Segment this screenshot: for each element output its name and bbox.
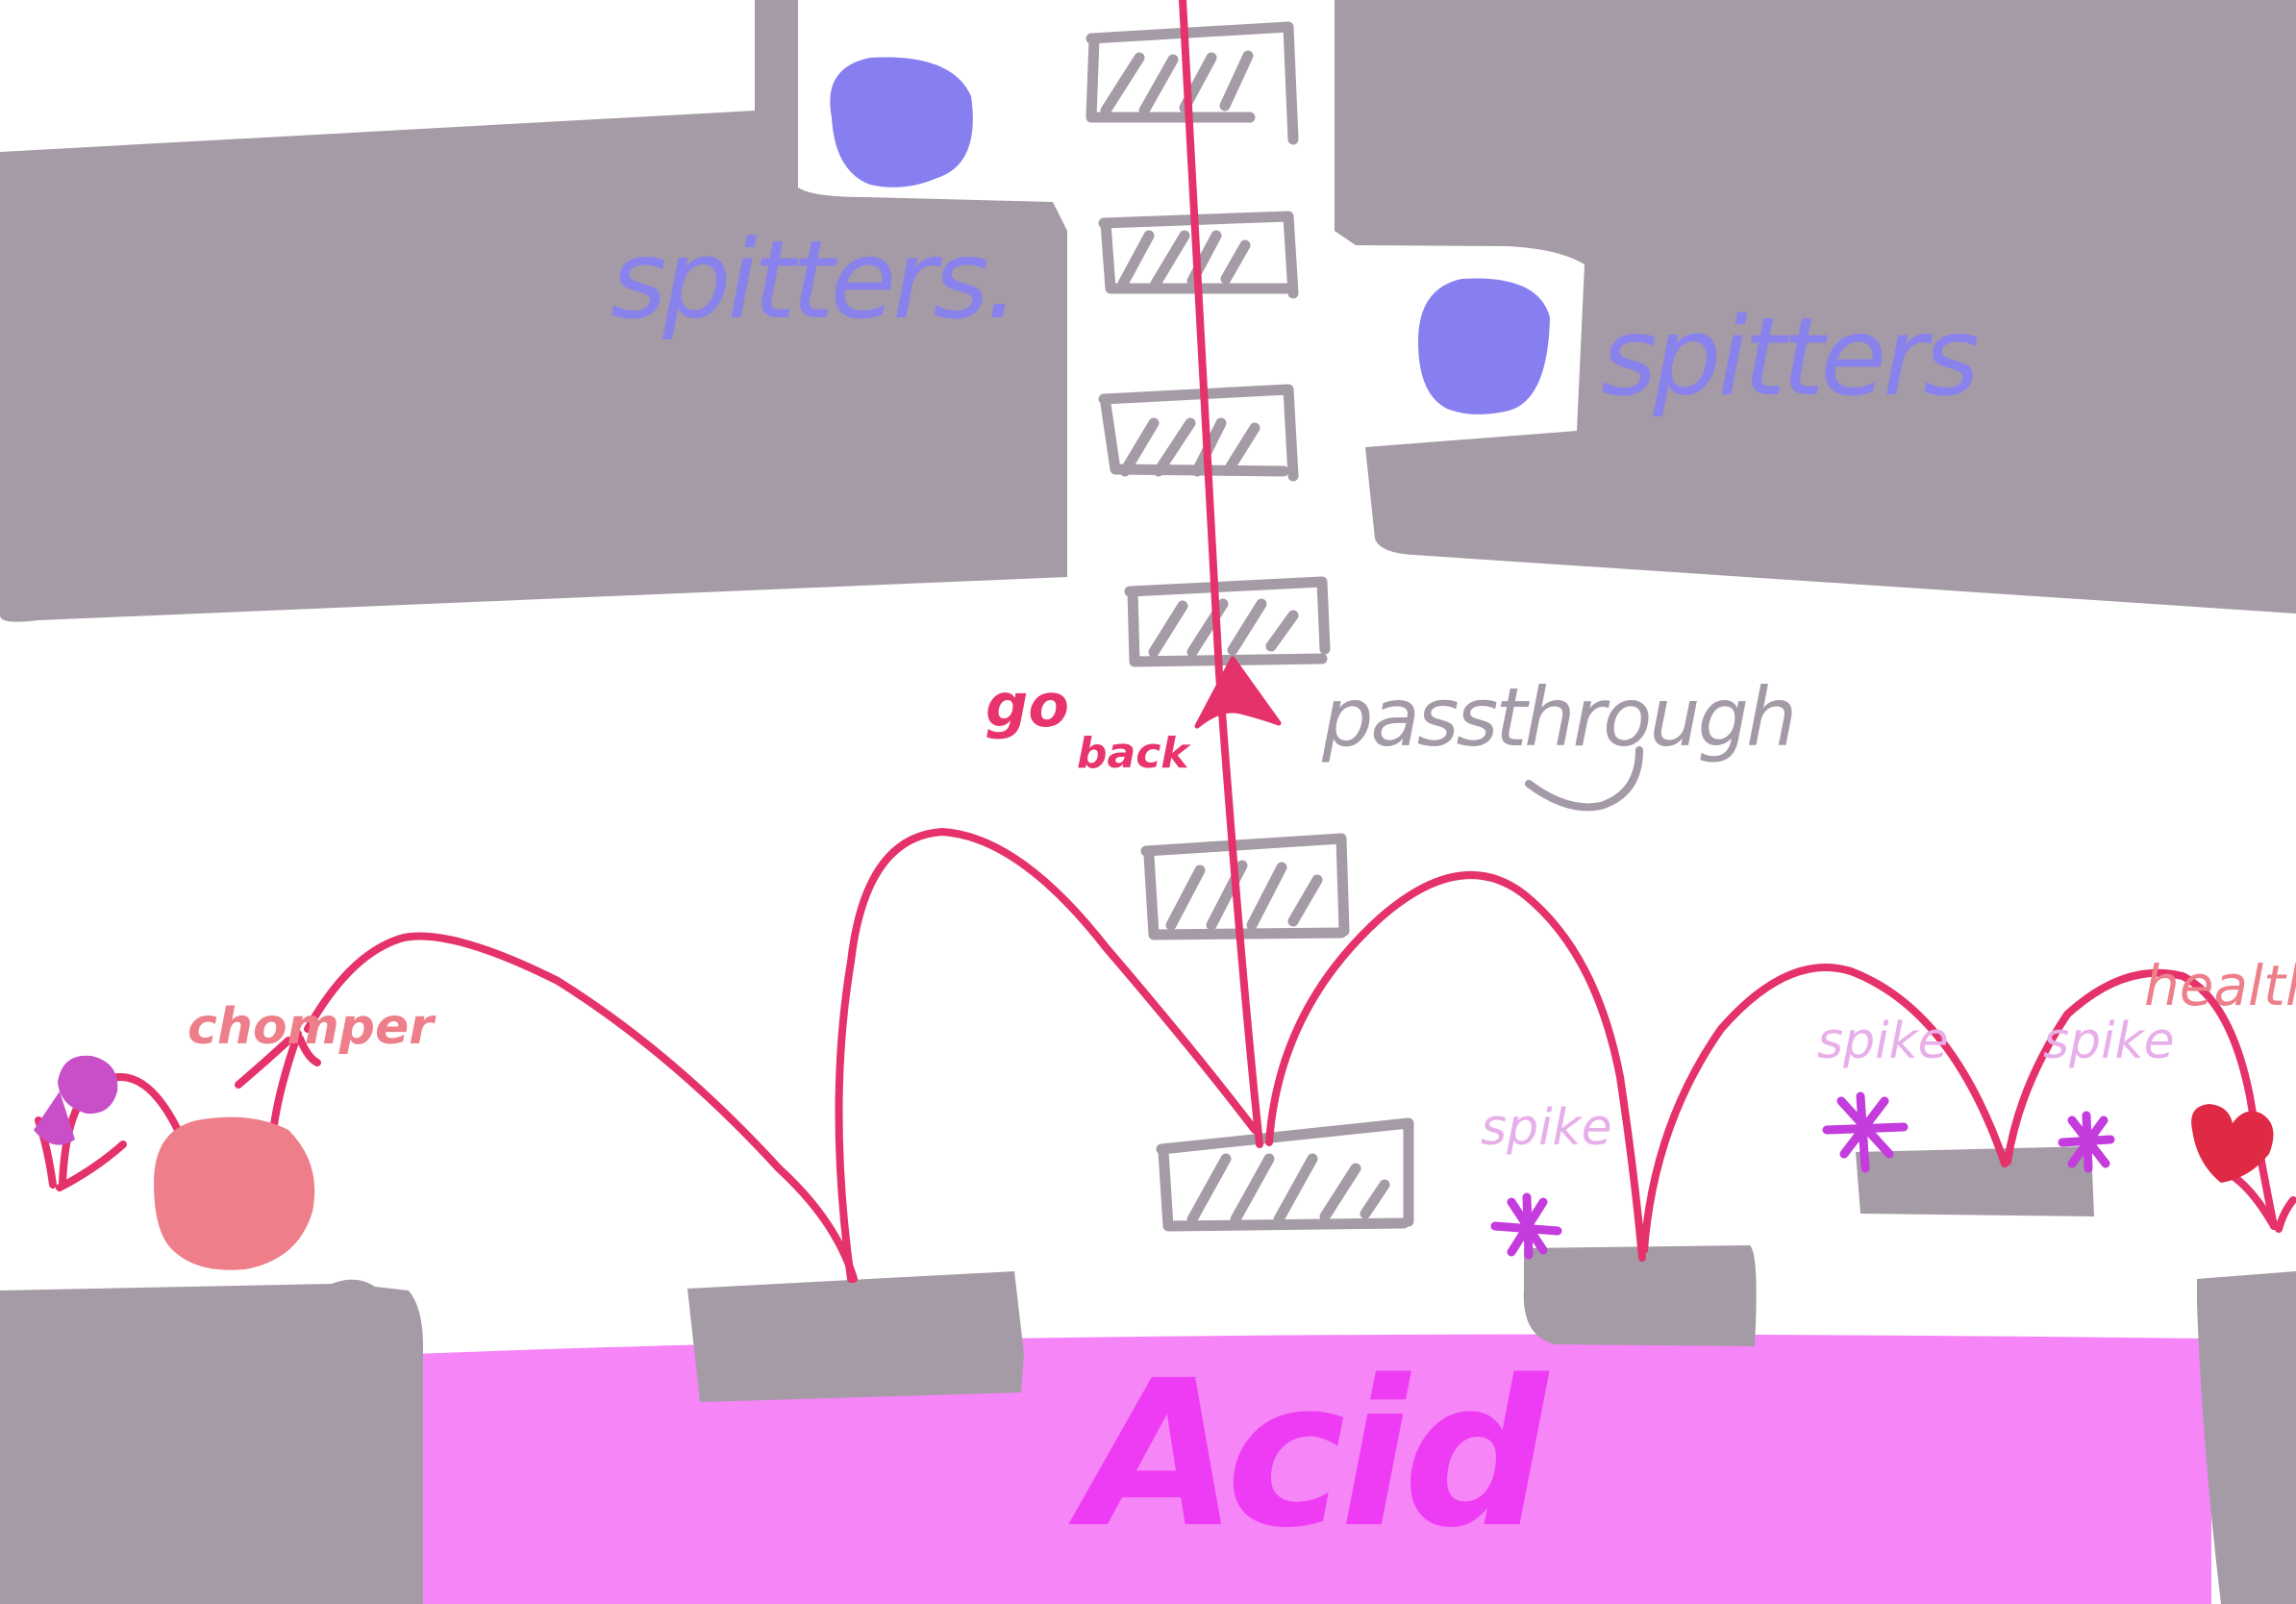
- passthrough-platform-4: [1124, 576, 1331, 667]
- spike-hazards: [1490, 1091, 2115, 1260]
- spitters-left-label: spitters.: [611, 218, 1015, 343]
- chomper-enemy: [34, 1055, 315, 1270]
- platform-3: [1856, 1146, 2094, 1216]
- jump-arc-3: [304, 932, 858, 1283]
- passthrough-label: passthrough: [1321, 670, 1794, 764]
- path-vertical-go-back: [1179, 0, 1263, 1148]
- ground-left: [0, 1279, 423, 1604]
- spitters-right-label: spitters: [1601, 295, 1977, 420]
- path-arrowhead-up: [1194, 656, 1282, 729]
- spitter-right: [1418, 278, 1550, 414]
- spike-label-1: spike: [1481, 1099, 1612, 1157]
- spitter-enemies: [830, 57, 1550, 414]
- passthrough-platform-3: [1098, 384, 1299, 482]
- upper-walls: [0, 0, 2296, 622]
- spike-label-2: spike: [1817, 1013, 1949, 1070]
- chomper-label: chomper: [187, 998, 437, 1056]
- passthrough-platform-2: [1098, 211, 1299, 299]
- go-label: go: [986, 670, 1069, 740]
- back-label: back: [1077, 729, 1191, 778]
- chomper-small-enemy-tip: [34, 1091, 75, 1145]
- platform-2: [1523, 1245, 1757, 1346]
- spike-label-3: spike: [2043, 1013, 2175, 1070]
- jump-arc-4: [1640, 964, 2009, 1254]
- passthrough-platform-1: [1086, 21, 1299, 145]
- upper-left-wall: [0, 0, 1067, 622]
- ground-right: [2197, 1271, 2296, 1604]
- ground-platforms: [0, 1146, 2296, 1604]
- spike-hazard-1: [1490, 1192, 1562, 1260]
- passthrough-label-tail: [1525, 746, 1643, 812]
- spike-hazard-3: [2058, 1111, 2115, 1173]
- labels: spitters. spitters passthrough go back c…: [187, 218, 2296, 1572]
- acid-label: Acid: [1068, 1337, 1551, 1572]
- health-heart: [2191, 1104, 2274, 1183]
- chomper-body: [154, 1116, 315, 1270]
- platform-1: [687, 1271, 1024, 1402]
- chomper-small-enemy: [58, 1055, 118, 1115]
- spike-hazard-2: [1822, 1091, 1909, 1173]
- passthrough-platforms: [1086, 21, 1414, 1232]
- jump-arc-1: [1265, 871, 1646, 1262]
- passthrough-platform-6: [1156, 1117, 1414, 1232]
- upper-right-wall: [1335, 0, 2296, 614]
- passthrough-platform-5: [1140, 833, 1350, 940]
- jump-arc-2: [835, 828, 1259, 1283]
- health-label: health: [2144, 953, 2296, 1018]
- acid-pool: [413, 1334, 2211, 1604]
- spitter-top-left: [830, 57, 973, 188]
- health-arrow: [2232, 1174, 2296, 1233]
- chomper-arrow-up: [235, 1035, 321, 1089]
